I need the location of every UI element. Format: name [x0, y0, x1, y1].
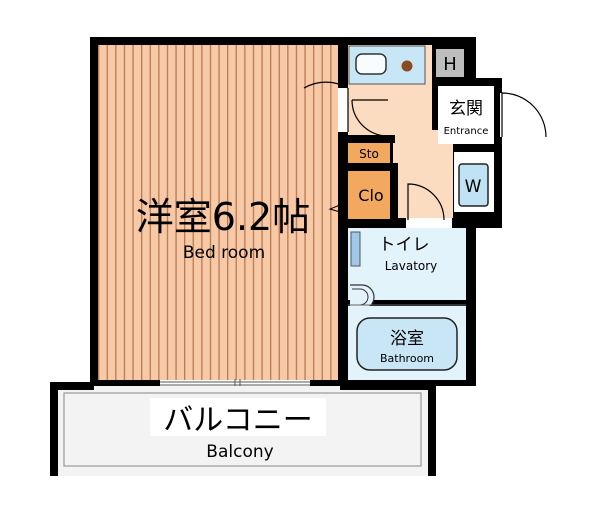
balcony-subtitle: Balcony	[206, 442, 273, 462]
entrance-subtitle: Entrance	[444, 126, 489, 137]
kitchen-sink	[355, 53, 387, 75]
bedroom-door-opening	[338, 88, 348, 132]
bedroom-subtitle: Bed room	[183, 243, 265, 263]
bathroom-title: 浴室	[390, 329, 424, 349]
hallway-floor	[393, 130, 453, 218]
toilet-subtitle: Lavatory	[385, 259, 438, 273]
balcony-railing-left	[50, 386, 58, 476]
balcony-railing-right	[428, 386, 436, 476]
entrance-door-opening	[500, 93, 506, 137]
toilet-door-opening	[406, 218, 452, 228]
storage-label: Sto	[359, 147, 379, 161]
bedroom-door-icon	[303, 81, 349, 132]
entrance-door-icon	[501, 92, 547, 138]
bedroom-title: 洋室6.2帖	[136, 195, 310, 239]
closet-door-icon	[328, 204, 341, 213]
balcony-top-edge-left	[50, 382, 94, 390]
toilet-door-icon	[407, 183, 445, 221]
washer-label: W	[465, 177, 482, 197]
closet-area	[348, 171, 390, 219]
balcony-inner-panel	[63, 392, 422, 467]
bathtub	[356, 317, 458, 371]
bathroom-subtitle: Bathroom	[380, 352, 434, 365]
balcony-title-bg	[150, 398, 326, 436]
washer-box	[458, 163, 489, 207]
balcony-top-edge-right	[340, 382, 436, 390]
hall-door-icon	[351, 99, 389, 137]
heater-label: H	[443, 54, 457, 75]
toilet-title: トイレ	[379, 235, 430, 255]
entrance-floor	[438, 86, 494, 144]
stove-burner-icon	[401, 60, 413, 72]
bedroom-floor	[98, 45, 338, 380]
heater-box	[436, 49, 464, 77]
storage-area	[348, 143, 390, 163]
toilet-tank	[350, 231, 361, 267]
storage-wall	[340, 135, 395, 143]
balcony-title: バルコニー	[163, 403, 312, 438]
closet-label: Clo	[358, 186, 383, 205]
entrance-title: 玄関	[449, 99, 483, 119]
